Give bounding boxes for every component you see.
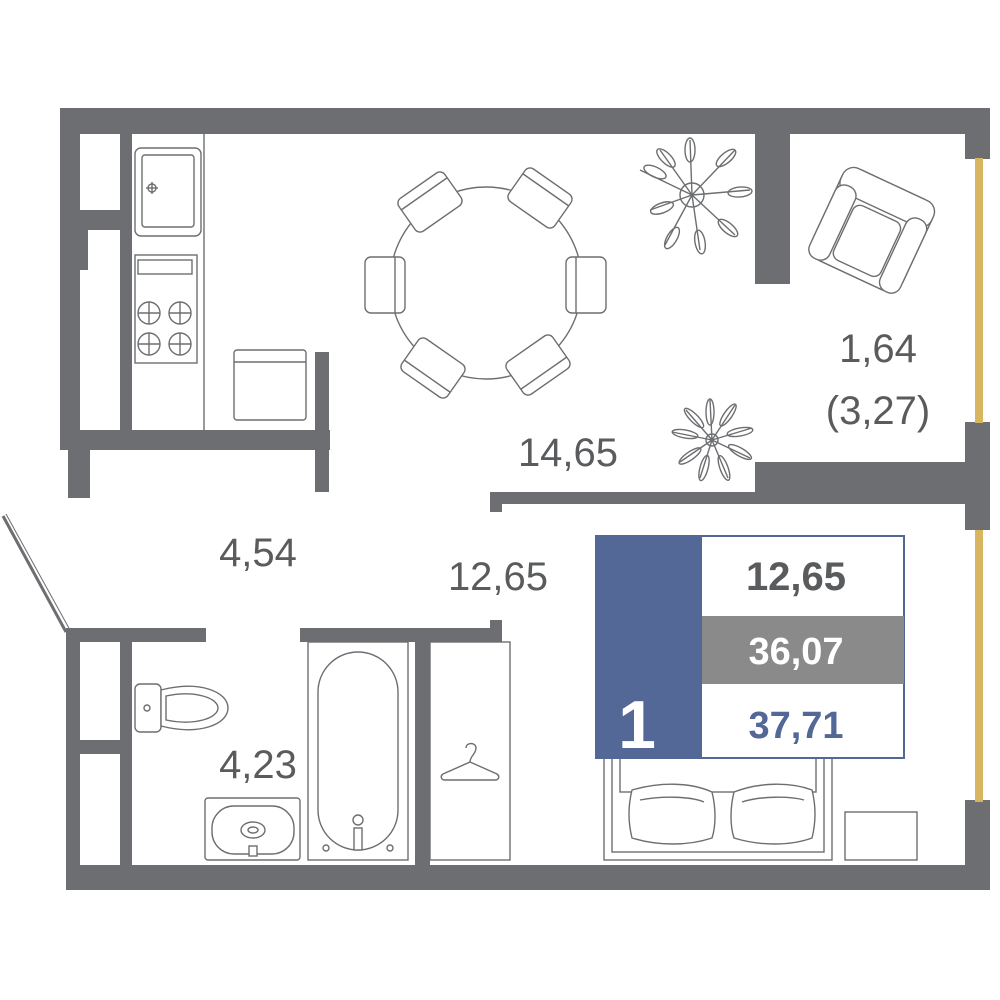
hallway-area-label: 4,54: [219, 531, 297, 575]
washbasin-icon: [204, 797, 301, 861]
bed-icon: [603, 739, 833, 861]
rooms-count-badge: [596, 536, 702, 758]
kitchen-living-area-label: 14,65: [518, 431, 618, 475]
bedroom-area-label: 12,65: [448, 555, 548, 599]
pillow-icon: [628, 783, 716, 845]
armchair-icon: [808, 166, 936, 294]
bathtub-icon: [307, 641, 409, 861]
sink-icon: [134, 147, 202, 237]
room-area-value: 12,65: [746, 555, 846, 599]
room-labels: 14,65 1,64 (3,27) 4,54 12,65 4,23: [219, 327, 930, 787]
nightstand-icon: [844, 811, 918, 861]
stove-icon: [134, 254, 198, 364]
hanger-icon: [440, 742, 500, 781]
living-area-value: 36,07: [748, 631, 843, 673]
bathroom-area-label: 4,23: [219, 743, 297, 787]
dining-table-icon: [364, 167, 607, 399]
rooms-count: 1: [618, 687, 656, 763]
balcony-area-label: 1,64: [839, 327, 917, 371]
toilet-icon: [134, 683, 229, 733]
plant-icon: [639, 137, 753, 255]
pillow-icon: [730, 783, 816, 845]
wardrobe: [429, 641, 511, 861]
summary-card: 1 12,65 36,07 37,71: [595, 535, 905, 763]
total-area-value: 37,71: [748, 705, 843, 747]
living-area-band: [702, 616, 904, 684]
door-swing-icon: [1, 513, 71, 633]
window-bedroom: [975, 530, 983, 802]
plant-icon: [671, 398, 754, 482]
window-balcony: [975, 158, 983, 423]
fridge-icon: [233, 349, 307, 421]
kitchen: [134, 134, 307, 430]
windows: [975, 158, 983, 802]
balcony-full-area-label: (3,27): [826, 389, 931, 433]
walls: [60, 108, 990, 890]
